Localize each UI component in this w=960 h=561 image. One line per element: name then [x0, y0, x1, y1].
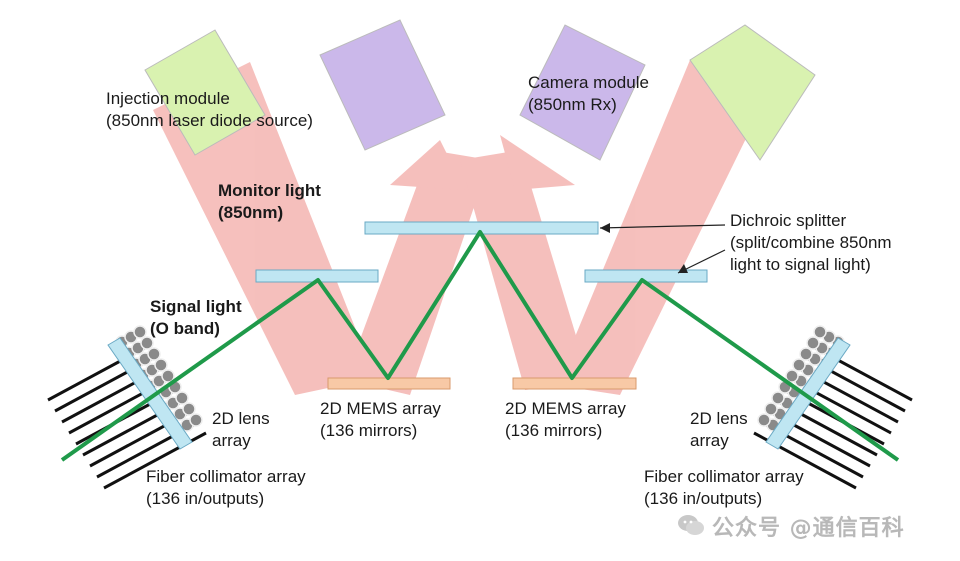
- lens-element: [806, 336, 820, 350]
- lens-element: [189, 413, 203, 427]
- lens-element: [799, 347, 813, 361]
- watermark-text: 公众号 @通信百科: [712, 516, 905, 541]
- lens-element: [154, 358, 168, 372]
- dichroic-splitter-detail-1: (split/combine 850nm: [730, 233, 892, 252]
- monitor-light-title: Monitor light: [218, 181, 321, 200]
- lens-element: [757, 413, 771, 427]
- splitter-right: [584, 269, 708, 283]
- injection-module-title: Injection module: [106, 89, 230, 108]
- camera-module-box-right: [519, 24, 646, 161]
- lens-element: [792, 358, 806, 372]
- lens-element: [140, 336, 154, 350]
- mems-array-right: [512, 377, 637, 390]
- monitor-light-detail: (850nm): [218, 203, 284, 222]
- dichroic-splitter-title: Dichroic splitter: [730, 211, 847, 230]
- dichroic-splitter-label: Dichroic splitter (split/combine 850nm l…: [730, 210, 892, 276]
- lens-element: [771, 391, 785, 405]
- fiber-collimator-left-label: Fiber collimator array (136 in/outputs): [146, 466, 306, 510]
- collimator-plate-right: [765, 337, 851, 450]
- fiber-collimator-left-title: Fiber collimator array: [146, 467, 306, 486]
- camera-module-title: Camera module: [528, 73, 649, 92]
- injection-module-box-right: [689, 24, 816, 161]
- mems-array-left-label: 2D MEMS array (136 mirrors): [320, 398, 441, 442]
- lens-element: [182, 402, 196, 416]
- lens-array-right: [757, 325, 845, 437]
- fiber-collimator-right-label: Fiber collimator array (136 in/outputs): [644, 466, 804, 510]
- mems-array-right-detail: (136 mirrors): [505, 421, 603, 440]
- signal-light-title: Signal light: [150, 297, 242, 316]
- monitor-light-label: Monitor light (850nm): [218, 180, 321, 224]
- beam-right-incident: [555, 60, 760, 395]
- lens-element: [764, 402, 778, 416]
- lens-array-right-title: 2D lens: [690, 409, 748, 428]
- mems-array-right-label: 2D MEMS array (136 mirrors): [505, 398, 626, 442]
- signal-light-path: [60, 230, 900, 462]
- injection-module-label: Injection module (850nm laser diode sour…: [106, 88, 313, 132]
- lens-array-right-detail: array: [690, 431, 729, 450]
- mems-array-left-detail: (136 mirrors): [320, 421, 418, 440]
- camera-module-detail: (850nm Rx): [528, 95, 617, 114]
- beam-arrow-left: [390, 140, 465, 190]
- splitter-pointer-arrow-top: [600, 223, 610, 233]
- splitter-pointer-arrow-bottom: [678, 264, 688, 273]
- lens-array-left-detail: array: [212, 431, 251, 450]
- injection-module-detail: (850nm laser diode source): [106, 111, 313, 130]
- camera-module-box-left: [319, 19, 446, 151]
- dichroic-splitter-detail-2: light to signal light): [730, 255, 871, 274]
- beam-left-reflect: [345, 150, 490, 395]
- beam-right-reflect: [460, 150, 590, 390]
- lens-array-left-title: 2D lens: [212, 409, 270, 428]
- fiber-collimator-left-detail: (136 in/outputs): [146, 489, 265, 508]
- lens-element: [161, 369, 175, 383]
- camera-module-label: Camera module (850nm Rx): [528, 72, 649, 116]
- injection-module-box: [144, 29, 266, 156]
- mems-array-right-title: 2D MEMS array: [505, 399, 626, 418]
- lens-element: [147, 347, 161, 361]
- splitter-pointer-top: [599, 224, 726, 229]
- signal-light-detail: (O band): [150, 319, 220, 338]
- lens-array-right-label: 2D lens array: [690, 408, 748, 452]
- lens-element: [813, 325, 827, 339]
- lens-array-left-label: 2D lens array: [212, 408, 270, 452]
- lens-element: [133, 325, 147, 339]
- wechat-logo-icon: [676, 510, 706, 540]
- signal-light-label: Signal light (O band): [150, 296, 242, 340]
- fiber-collimator-right-detail: (136 in/outputs): [644, 489, 763, 508]
- lens-element: [175, 391, 189, 405]
- beam-arrow-right: [500, 135, 575, 190]
- lens-element: [785, 369, 799, 383]
- collimator-plate-left: [107, 337, 193, 450]
- fiber-collimator-right-title: Fiber collimator array: [644, 467, 804, 486]
- mems-array-left-title: 2D MEMS array: [320, 399, 441, 418]
